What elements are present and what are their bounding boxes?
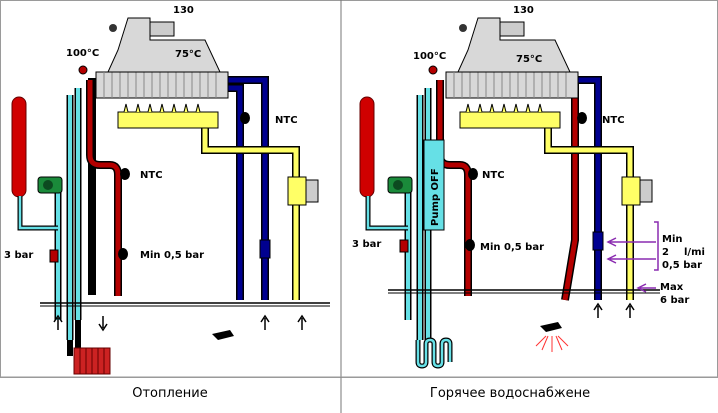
vessel-pressure-label: 3 bar [4, 250, 33, 261]
flue-sensor-icon [459, 24, 467, 32]
arrow-up-gas [297, 314, 307, 330]
water-tap [540, 322, 562, 332]
exchanger-temp-label: 100°C [66, 48, 99, 59]
pressure-sensor [465, 239, 475, 251]
vessel-pipe [366, 196, 408, 230]
right-caption: Горячее водоснабжене [430, 386, 590, 401]
gas-pipe [202, 115, 299, 300]
gas-valve-coil [305, 179, 319, 203]
cold-pipe [226, 85, 243, 300]
arrow-up-cold [593, 302, 603, 318]
vessel-pipe-outline [17, 196, 58, 231]
gas-valve [287, 176, 307, 206]
flow-sensor [259, 239, 271, 259]
arrow-down-left [98, 316, 108, 332]
right-panel: Pump OFF [352, 5, 705, 369]
gas-pipe [545, 115, 633, 300]
expansion-vessel [359, 96, 375, 198]
overheat-thermostat [78, 65, 88, 75]
pump-state-label: Pump OFF [430, 168, 441, 226]
safety-valve [49, 249, 59, 263]
expansion-vessel [11, 96, 27, 198]
boiler-model-label: 130 [513, 5, 534, 16]
pressure-min-label: Min 0,5 bar [140, 250, 204, 261]
radiator [73, 347, 111, 375]
gas-valve-coil [639, 179, 653, 203]
ntc-sensor-top [577, 112, 587, 124]
flow-value-label: 2 [662, 247, 669, 258]
left-panel: 130 100°C 75°C NTC NTC Min 0,5 bar 3 bar [4, 5, 330, 375]
exchanger-fins [103, 72, 217, 98]
safety-valve [399, 239, 409, 253]
gas-pipe-outline [201, 115, 300, 300]
max-pressure-label: 6 bar [660, 295, 689, 306]
ntc-sensor-top [240, 112, 250, 124]
arrow-up-gas [625, 302, 635, 318]
burner-temp-label: 75°C [516, 54, 542, 65]
pressure-sensor [118, 248, 128, 260]
flue-fan [149, 21, 175, 37]
burner-flames [465, 103, 543, 113]
flow-bracket [654, 221, 659, 271]
water-flow [535, 335, 569, 352]
pump-off-pipe [423, 139, 445, 231]
flue-sensor-icon [109, 24, 117, 32]
radiator-coil [416, 338, 452, 368]
arrow-up-right [260, 314, 270, 330]
flow-min-label: Min [662, 234, 683, 245]
left-caption: Отопление [132, 386, 208, 401]
exchanger-fins [453, 72, 567, 98]
ntc-mid-label: NTC [140, 170, 163, 181]
flue-fan [499, 21, 525, 37]
flow-arrow-1 [606, 237, 656, 247]
vessel-pressure-label: 3 bar [352, 239, 381, 250]
gas-valve [621, 176, 641, 206]
max-label: Max [660, 282, 684, 293]
burner [459, 111, 561, 129]
boiler-model-label: 130 [173, 5, 194, 16]
exchanger-temp-label: 100°C [413, 51, 446, 62]
pressure-min-label: Min 0,5 bar [480, 242, 544, 253]
max-arrow [636, 283, 656, 293]
arrow-up-left [53, 314, 63, 330]
pump-rotor [393, 180, 403, 190]
radiator [415, 337, 453, 369]
vessel-pipe-outline [365, 196, 408, 231]
heat-exchanger [445, 71, 579, 99]
ntc-top-label: NTC [602, 115, 625, 126]
ntc-mid-label: NTC [482, 170, 505, 181]
flow-unit-label: l/mi [684, 247, 705, 258]
burner-flames [123, 103, 201, 113]
ntc-sensor-mid [120, 168, 130, 180]
flow-arrow-2 [606, 254, 656, 264]
flow-sensor [592, 231, 604, 251]
burner-temp-label: 75°C [175, 49, 201, 60]
water-tap [212, 330, 234, 340]
radiator-fins [79, 348, 105, 374]
pump-rotor [43, 180, 53, 190]
ntc-sensor-mid [468, 168, 478, 180]
vessel-pipe [18, 196, 58, 230]
overheat-thermostat [428, 65, 438, 75]
hot-pipe [87, 80, 121, 296]
ntc-top-label: NTC [275, 115, 298, 126]
flow-pressure-label: 0,5 bar [662, 260, 702, 271]
burner [117, 111, 219, 129]
diagram-border [0, 0, 718, 378]
gas-pipe-outline [544, 115, 634, 300]
